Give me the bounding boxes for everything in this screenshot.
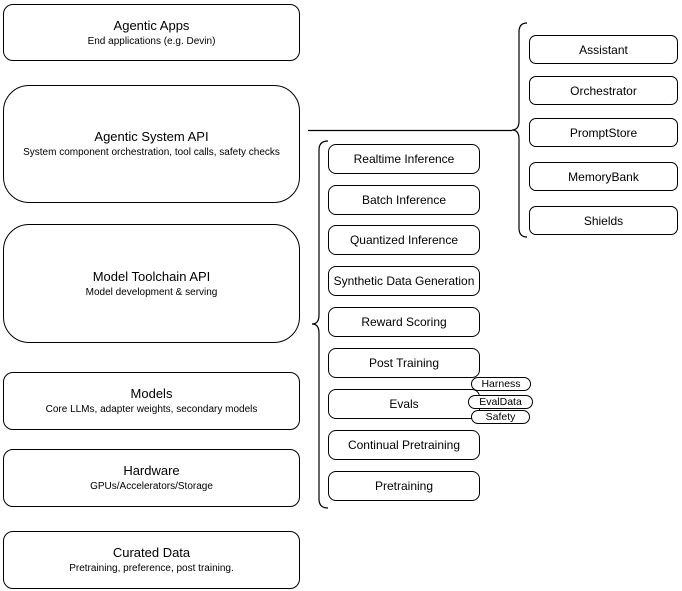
layer-box-model-toolchain-api: Model Toolchain API Model development & … [3,224,300,343]
toolchain-item-realtime-inference: Realtime Inference [328,144,480,174]
layer-title: Agentic System API [94,129,209,144]
toolchain-item-post-training: Post Training [328,348,480,378]
layer-title: Model Toolchain API [92,268,211,284]
layer-subtitle: End applications (e.g. Devin) [87,35,216,47]
toolchain-item-quantized-inference: Quantized Inference [328,225,480,255]
toolchain-item-synthetic-data-generation: Synthetic Data Generation [328,266,480,296]
layer-title: Models [130,386,173,401]
layer-title: Curated Data [112,545,191,560]
layer-box-curated-data: Curated Data Pretraining, preference, po… [3,531,300,589]
toolchain-item-reward-scoring: Reward Scoring [328,307,480,337]
layer-box-agentic-apps: Agentic Apps End applications (e.g. Devi… [3,4,300,61]
eval-tag-harness: Harness [471,377,531,391]
layer-title: Hardware [123,463,180,478]
layer-subtitle: Model development & serving [85,286,218,298]
layer-subtitle: System component orchestration, tool cal… [23,147,280,158]
toolchain-item-evals: Evals [328,389,480,419]
layer-box-agentic-system-api: Agentic System API System component orch… [3,85,300,203]
system-component-orchestrator: Orchestrator [529,76,678,105]
layer-subtitle: Core LLMs, adapter weights, secondary mo… [45,404,258,415]
eval-tag-evaldata: EvalData [468,395,533,409]
layer-box-hardware: Hardware GPUs/Accelerators/Storage [3,449,300,507]
toolchain-services-brace [311,140,329,509]
system-component-assistant: Assistant [529,35,678,64]
system-services-brace [511,22,528,238]
toolchain-item-batch-inference: Batch Inference [328,185,480,215]
layer-box-models: Models Core LLMs, adapter weights, secon… [3,372,300,430]
layer-title: Agentic Apps [113,17,190,33]
system-component-promptstore: PromptStore [529,118,678,147]
system-component-memorybank: MemoryBank [529,162,678,191]
toolchain-item-continual-pretraining: Continual Pretraining [328,430,480,460]
layer-subtitle: GPUs/Accelerators/Storage [90,481,213,492]
eval-tag-safety: Safety [471,410,530,424]
toolchain-item-pretraining: Pretraining [328,471,480,501]
layer-subtitle: Pretraining, preference, post training. [69,563,234,574]
system-component-shields: Shields [529,206,678,235]
